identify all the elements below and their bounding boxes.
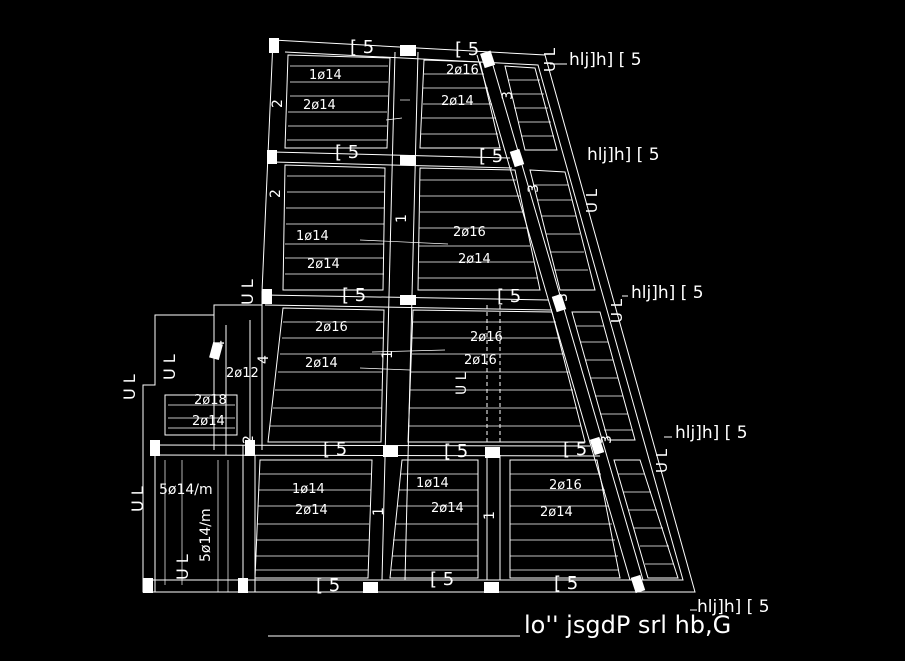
column [509, 148, 525, 168]
ul-label: U L [238, 279, 257, 305]
column [551, 293, 567, 313]
beam-label: [ 5 [350, 37, 374, 58]
column [400, 295, 416, 305]
rebar-callout: 2ø14 [305, 356, 338, 371]
beam-label: [ 5 [497, 286, 521, 307]
rebar-callout: 1ø14 [309, 68, 342, 83]
column [238, 578, 248, 593]
beam-label: [ 5 [430, 569, 454, 590]
ul-label: U L [120, 374, 139, 400]
beam-label: [ 5 [316, 575, 340, 596]
ul-label: U L [173, 554, 192, 580]
column [245, 440, 255, 456]
ul-label: U L [541, 47, 559, 72]
rebar-callout: 2ø14 [295, 503, 328, 518]
ul-label: U L [653, 448, 671, 473]
rebar-callout: 2ø18 [194, 393, 227, 408]
ul-label: U L [160, 354, 179, 380]
columns [143, 38, 646, 594]
beam-number: 3 [599, 435, 615, 444]
beam-label: [ 5 [444, 441, 468, 462]
beam-number: 3 [526, 184, 542, 193]
rebar-callout: 2ø16 [446, 63, 479, 78]
column [630, 574, 646, 594]
beam-label: [ 5 [479, 146, 503, 167]
column [269, 38, 279, 53]
rebar-callout: 2ø14 [192, 414, 225, 429]
beam-number: 2 [270, 99, 286, 108]
ul-label: U L [128, 486, 147, 512]
rebar-callout: 2ø14 [540, 505, 573, 520]
drawing-title: lo'' jsgdP srl hb,G [524, 611, 731, 639]
annotation-label: hlj]h] [ 5 [631, 283, 704, 303]
grid-beams [149, 51, 644, 592]
column [480, 50, 496, 69]
beam-number: 2 [268, 189, 284, 198]
beam-label: [ 5 [323, 439, 347, 460]
rebar-callout: 2ø14 [431, 501, 464, 516]
rebar-callout: 2ø16 [453, 225, 486, 240]
rebar-callout: 2ø16 [464, 353, 497, 368]
rebar-lines [164, 65, 674, 592]
beam-labels: [ 5 [ 5 [ 5 [ 5 [ 5 [ 5 [ 5 [ 5 [ 5 [ 5 … [316, 37, 587, 596]
rebar-callout: 1ø14 [296, 229, 329, 244]
column [150, 440, 160, 456]
side-annotations: hlj]h] [ 5 hlj]h] [ 5 hlj]h] [ 5 hlj]h] … [569, 50, 770, 617]
rebar-callout: 2ø14 [303, 98, 336, 113]
annotation-label: hlj]h] [ 5 [697, 597, 770, 617]
beam-number: 1 [394, 214, 410, 223]
slab-panels [164, 54, 679, 579]
beam-number: 4 [212, 340, 228, 349]
beam-number: 3 [555, 293, 571, 302]
ul-labels: U L U L U L U L U L U L U L U L U L U L [120, 47, 671, 580]
ul-label: U L [583, 188, 601, 213]
beam-number: 2 [241, 435, 257, 444]
beam-label: [ 5 [554, 573, 578, 594]
column [209, 341, 223, 361]
rebar-callout: 2ø14 [441, 94, 474, 109]
rebar-callout: 2ø14 [307, 257, 340, 272]
beam-label: [ 5 [335, 142, 359, 163]
column [400, 45, 416, 56]
column [267, 150, 277, 164]
beam-label: [ 5 [455, 39, 479, 60]
rebar-callout: 2ø16 [549, 478, 582, 493]
beam-label: [ 5 [563, 439, 587, 460]
rebar-callout: 5ø14/m [159, 482, 213, 498]
column [363, 582, 378, 593]
rebar-callout: 5ø14/m [198, 508, 214, 562]
beam-label: [ 5 [342, 285, 366, 306]
column [143, 578, 153, 593]
ul-label: U L [608, 298, 626, 323]
column [589, 436, 605, 456]
rebar-callout: 2ø16 [315, 320, 348, 335]
column [383, 446, 398, 457]
rebar-callouts: 1ø14 2ø14 2ø16 2ø14 1ø14 2ø14 2ø16 2ø14 … [159, 63, 582, 562]
annotation-label: hlj]h] [ 5 [587, 145, 660, 165]
column [484, 582, 499, 593]
beam-number: 1 [371, 507, 387, 516]
column [400, 155, 416, 165]
rebar-callout: 2ø14 [458, 252, 491, 267]
column [485, 447, 500, 458]
rebar-callout: 2ø16 [470, 330, 503, 345]
annotation-label: hlj]h] [ 5 [675, 423, 748, 443]
annotation-label: hlj]h] [ 5 [569, 50, 642, 70]
beam-number: 1 [482, 511, 498, 520]
beam-number: 1 [380, 350, 396, 359]
rebar-callout: 1ø14 [292, 482, 325, 497]
beam-numbers: 2 2 1 1 1 1 3 3 3 3 4 4 2 [212, 91, 615, 520]
ul-label: U L [454, 372, 470, 395]
beam-number: 3 [500, 91, 516, 100]
rebar-callout: 2ø12 [226, 366, 259, 381]
column [262, 289, 272, 304]
annotation-leaders [268, 63, 697, 637]
rebar-callout: 1ø14 [416, 476, 449, 491]
beam-number: 4 [256, 355, 272, 364]
